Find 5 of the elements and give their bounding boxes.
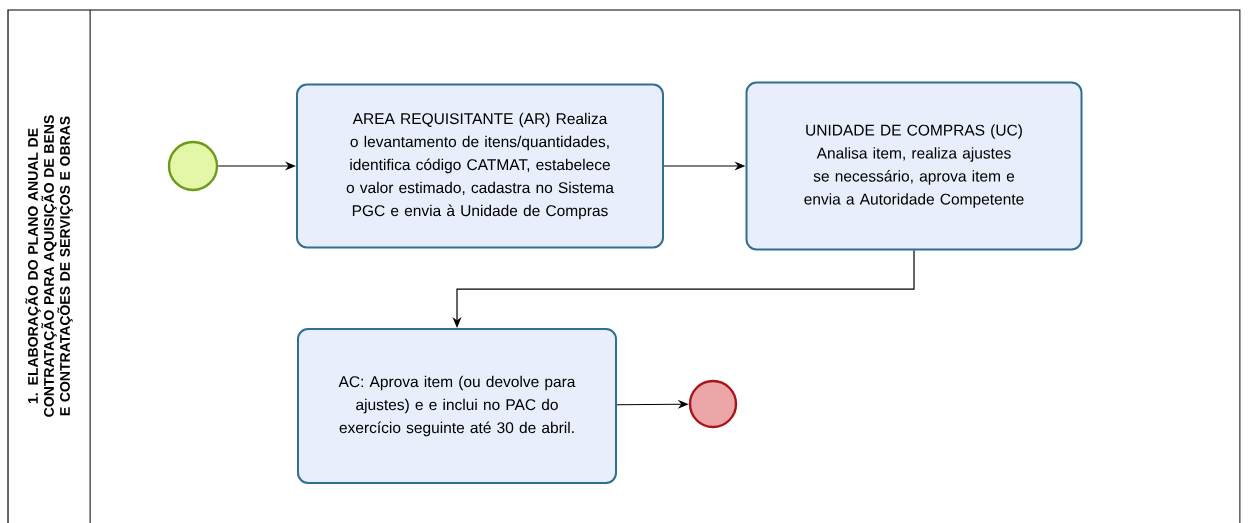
task-box: AREA REQUISITANTE (AR) Realiza o levantamento de itens/quantidades, identifica código CATMAT, estabelece o valor estimado, cadastra no Sistema PGC e envia à Unidade de Compras xyxy=(296,83,664,249)
end-event-circle xyxy=(688,379,738,429)
start-event-circle xyxy=(167,140,219,192)
task-box: UNIDADE DE COMPRAS (UC) Analisa item, realiza ajustes se necessário, aprova item e envia a Autoridade Competente xyxy=(745,81,1083,251)
task-box: AC: Aprova item (ou devolve para ajustes) e e inclui no PAC do exercício seguinte até 30 de abril. xyxy=(297,328,617,484)
